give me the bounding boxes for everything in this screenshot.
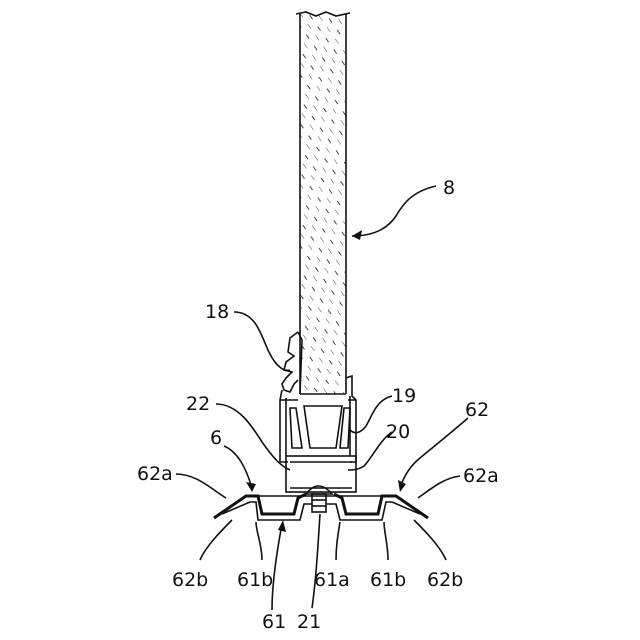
label-20: 20 <box>386 421 410 443</box>
label-19: 19 <box>392 385 416 407</box>
wedge-gasket <box>290 406 350 448</box>
base-plate <box>214 494 428 520</box>
label-61: 61 <box>262 611 286 633</box>
label-6: 6 <box>210 427 222 449</box>
label-21: 21 <box>297 611 321 633</box>
label-62b-right: 62b <box>427 569 463 591</box>
label-62a-left: 62a <box>137 463 173 485</box>
label-62: 62 <box>465 399 489 421</box>
bolt <box>306 486 332 512</box>
label-61b-right: 61b <box>370 569 406 591</box>
label-61b-left: 61b <box>237 569 273 591</box>
label-18: 18 <box>205 301 229 323</box>
label-61a: 61a <box>314 569 350 591</box>
label-8: 8 <box>443 177 455 199</box>
label-62a-right: 62a <box>463 465 499 487</box>
label-22: 22 <box>186 393 210 415</box>
glass-panel <box>296 12 350 394</box>
label-62b-left: 62b <box>172 569 208 591</box>
